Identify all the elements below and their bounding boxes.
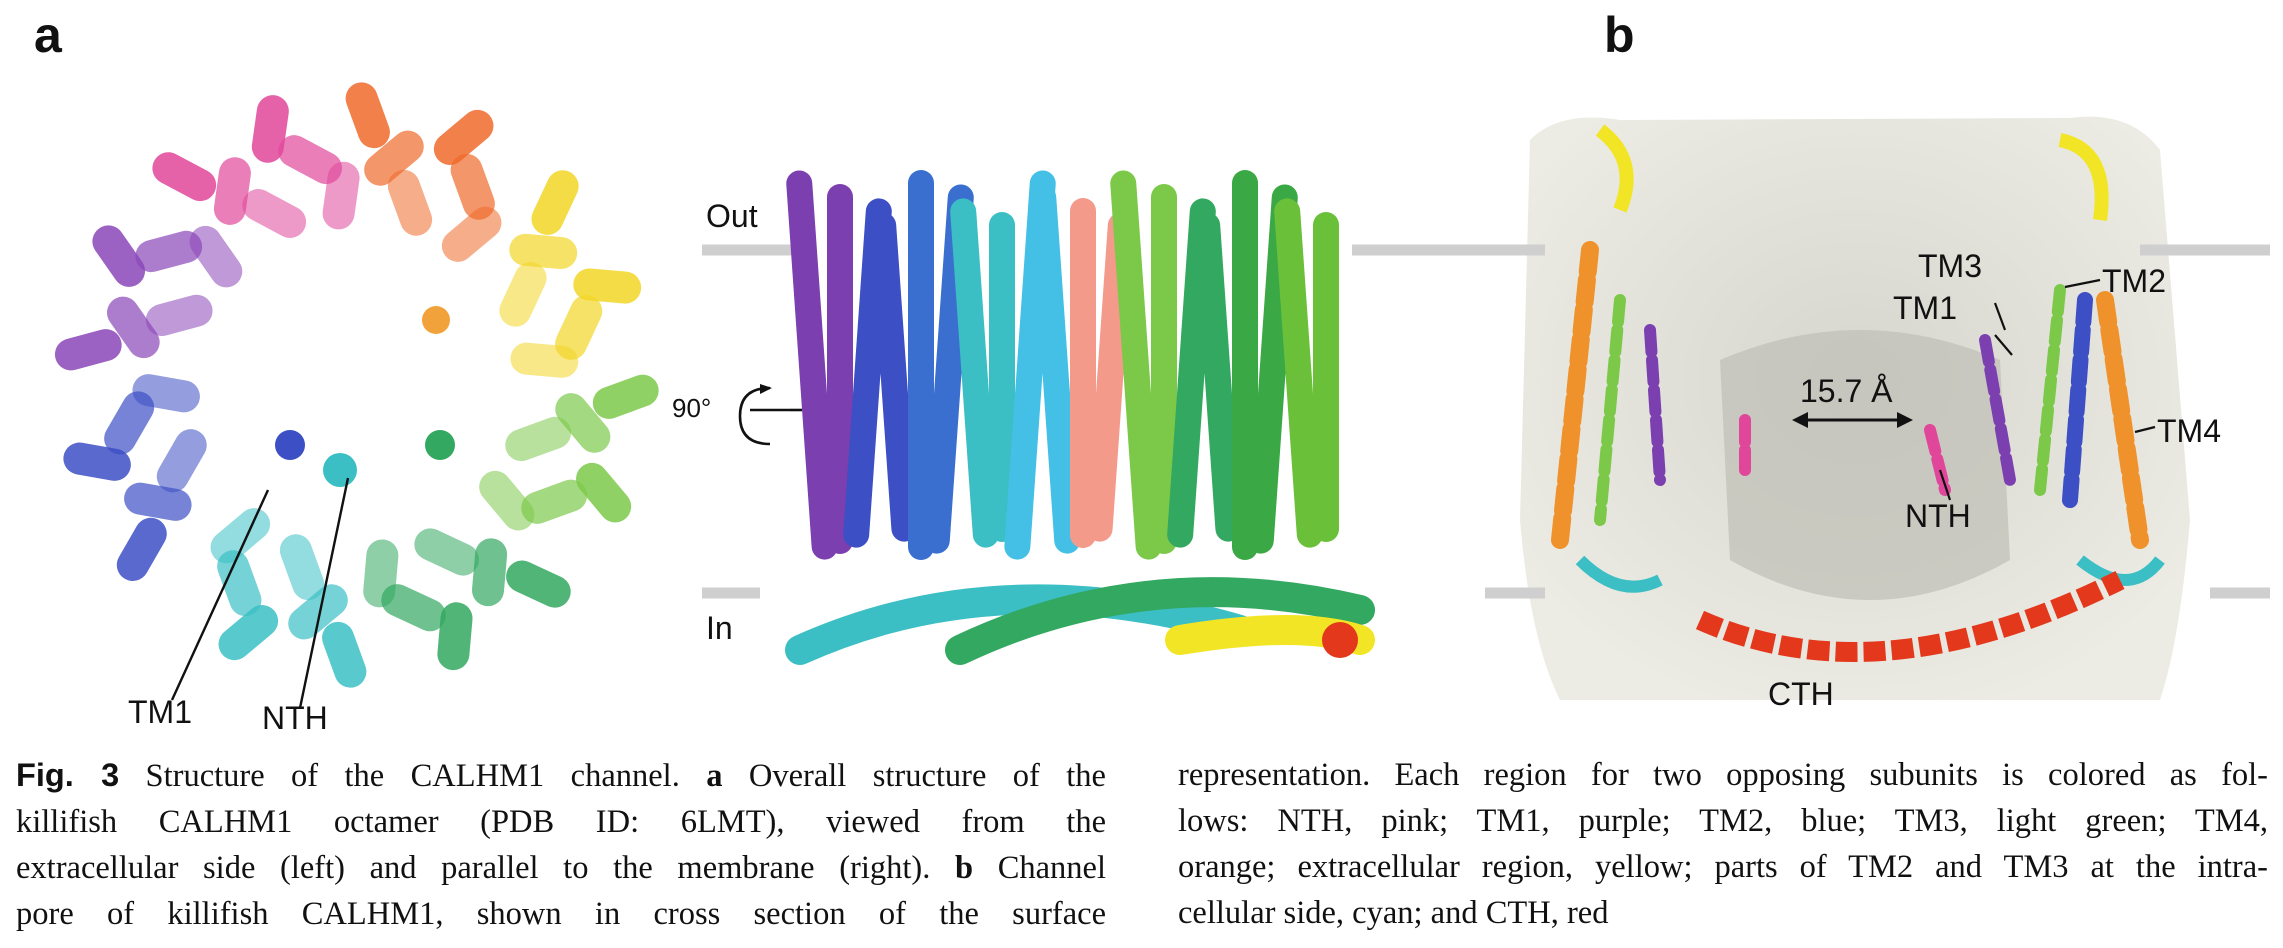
label-tm4-b: TM4	[2157, 413, 2221, 449]
tm1-leader	[170, 489, 270, 701]
panel-label-b: b	[1604, 7, 1635, 63]
subunit	[54, 225, 243, 371]
caption-line: cellular side, cyan; and CTH, red	[1178, 895, 1609, 931]
nth-marker	[323, 453, 357, 487]
subunit	[152, 95, 360, 238]
top-view-octamer	[54, 82, 659, 709]
nth-leader	[298, 477, 350, 709]
subunit	[345, 82, 502, 262]
label-nth-a: NTH	[262, 700, 328, 736]
label-tm2-b: TM2	[2102, 263, 2166, 299]
panel-label-a: a	[34, 7, 62, 63]
caption-line: killifish CALHM1 octamer (PDB ID: 6LMT),…	[16, 804, 1106, 840]
label-cth-b: CTH	[1768, 676, 1834, 712]
subunit	[210, 508, 367, 688]
label-nth-b: NTH	[1905, 498, 1971, 534]
caption-line: orange; extracellular region, yellow; pa…	[1178, 849, 2268, 885]
subunit	[63, 374, 207, 581]
figure-caption-right: representation. Each region for two oppo…	[1178, 752, 2268, 936]
subunit	[499, 170, 642, 378]
side-view-octamer	[702, 170, 1560, 665]
label-out: Out	[706, 198, 758, 234]
caption-line: pore of killifish CALHM1, shown in cross…	[16, 896, 1106, 932]
subunit	[479, 374, 659, 531]
caption-line: lows: NTH, pink; TM1, purple; TM2, blue;…	[1178, 803, 2268, 839]
fig-label: Fig. 3	[16, 757, 120, 793]
label-in: In	[706, 610, 733, 646]
figure-caption-left: Fig. 3 Structure of the CALHM1 channel. …	[16, 752, 1106, 937]
rotation-arrow-icon	[738, 386, 771, 446]
label-tm1-a: TM1	[128, 694, 192, 730]
caption-line: representation. Each region for two oppo…	[1178, 757, 2268, 793]
label-tm1-b: TM1	[1893, 290, 1957, 326]
label-distance: 15.7 Å	[1800, 373, 1893, 409]
channel-pore-cross-section	[1485, 116, 2270, 700]
label-tm3-b: TM3	[1918, 248, 1982, 284]
figure-artwork	[54, 82, 2270, 709]
subunit	[363, 528, 571, 671]
label-rotation: 90°	[672, 393, 712, 423]
